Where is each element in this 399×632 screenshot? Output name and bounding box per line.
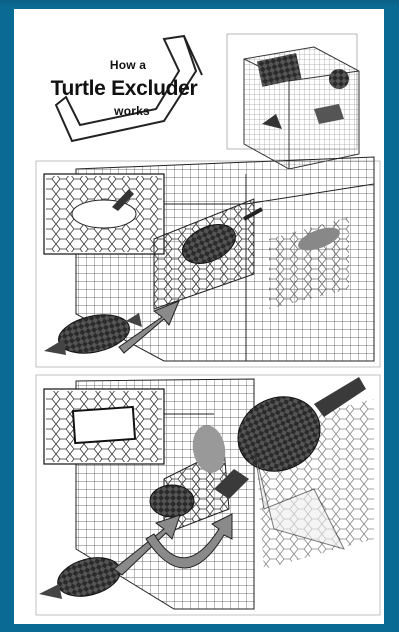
turtle-escaping-panel (36, 375, 380, 615)
title-line-2: Turtle Excluder (34, 77, 214, 101)
title-line-1: How a (98, 58, 158, 72)
illustration-page: How a Turtle Excluder works (14, 9, 384, 624)
diagram-canvas (14, 9, 384, 624)
title-line-3: works (102, 104, 162, 118)
turtle-approaching-panel (36, 157, 380, 367)
overview-net-panel (227, 34, 359, 169)
